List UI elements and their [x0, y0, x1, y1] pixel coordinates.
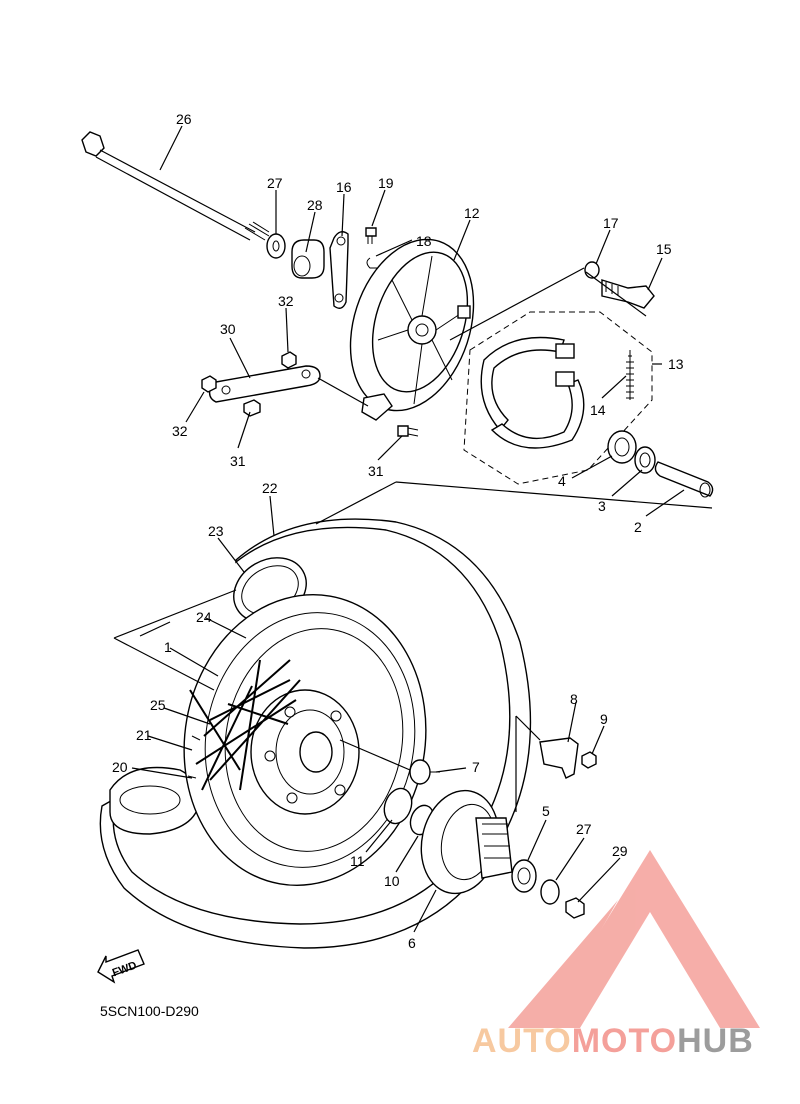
callout-32-top: 32 — [278, 293, 294, 309]
callout-7: 7 — [472, 759, 480, 775]
callout-22: 22 — [262, 480, 278, 496]
callouts: 26 27 28 16 19 18 12 17 15 13 14 4 3 2 3… — [112, 111, 684, 951]
callout-20: 20 — [112, 759, 128, 775]
callout-30: 30 — [220, 321, 236, 337]
callout-5: 5 — [542, 803, 550, 819]
clutch-hub — [420, 789, 513, 895]
guide-lines — [113, 267, 713, 812]
callout-29: 29 — [612, 843, 628, 859]
watermark-logo — [508, 850, 760, 1028]
callout-16: 16 — [336, 179, 352, 195]
fwd-arrow-icon: FWD — [97, 949, 145, 984]
callout-12: 12 — [464, 205, 480, 221]
callout-31-right: 31 — [368, 463, 384, 479]
callout-18: 18 — [416, 233, 432, 249]
spokes — [189, 659, 301, 791]
callout-32-left: 32 — [172, 423, 188, 439]
callout-4: 4 — [558, 473, 566, 489]
callout-28: 28 — [307, 197, 323, 213]
watermark-hub: HUB — [677, 1022, 754, 1060]
watermark-text: AUTOMOTOHUB — [472, 1022, 754, 1061]
axle — [81, 131, 270, 241]
brake-arm — [329, 231, 349, 309]
callout-17: 17 — [603, 215, 619, 231]
callout-3: 3 — [598, 498, 606, 514]
callout-19: 19 — [378, 175, 394, 191]
watermark-auto: AUTO — [472, 1022, 572, 1060]
callout-26: 26 — [176, 111, 192, 127]
callout-21: 21 — [136, 727, 152, 743]
callout-11: 11 — [350, 853, 365, 869]
callout-31-left: 31 — [230, 453, 246, 469]
callout-15: 15 — [656, 241, 672, 257]
callout-1: 1 — [164, 639, 172, 655]
callout-8: 8 — [570, 691, 578, 707]
tire — [99, 518, 532, 949]
watermark-moto: MOTO — [571, 1022, 678, 1060]
diagram-code: 5SCN100-D290 — [100, 1003, 199, 1019]
callout-23: 23 — [208, 523, 224, 539]
brake-shoe-plate — [349, 238, 475, 421]
shoe-spring — [626, 350, 634, 400]
callout-14: 14 — [590, 402, 606, 418]
callout-6: 6 — [408, 935, 416, 951]
torque-rod — [208, 365, 321, 403]
callout-25: 25 — [150, 697, 166, 713]
callout-9: 9 — [600, 711, 608, 727]
callout-24: 24 — [196, 609, 212, 625]
callout-27-top: 27 — [267, 175, 283, 191]
callout-13: 13 — [668, 356, 684, 372]
callout-2: 2 — [634, 519, 642, 535]
callout-10: 10 — [384, 873, 400, 889]
leader-lines — [131, 125, 685, 933]
brake-shoes — [480, 336, 585, 449]
callout-27-bottom: 27 — [576, 821, 592, 837]
